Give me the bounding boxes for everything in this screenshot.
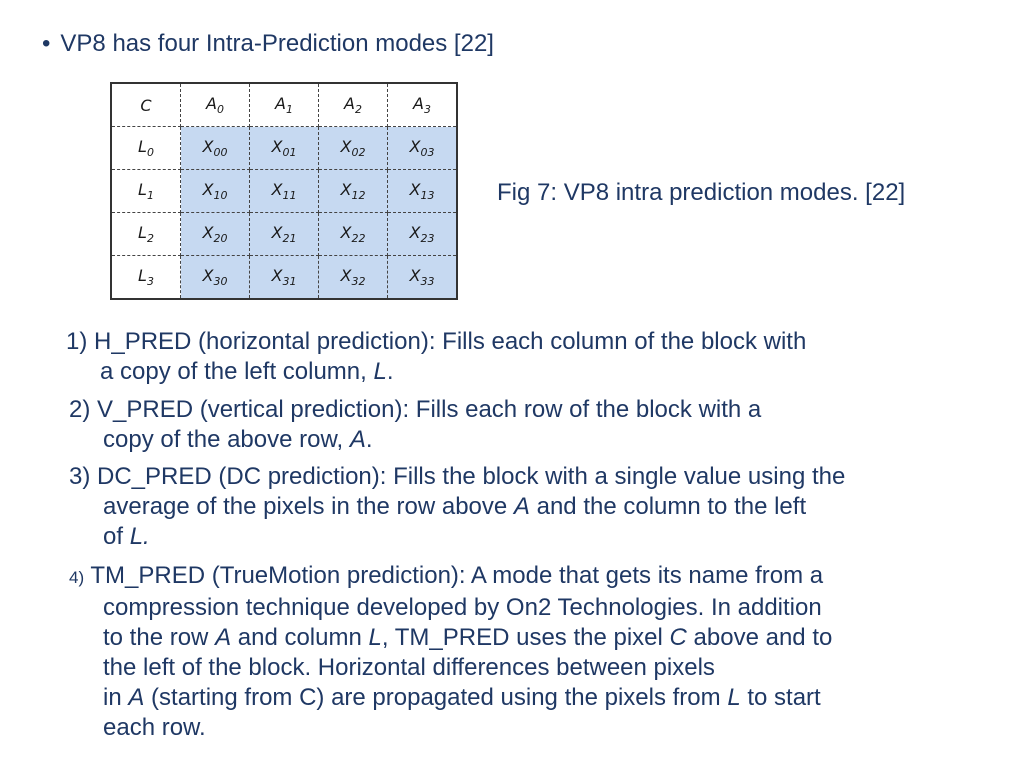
mode-text: of <box>103 523 130 550</box>
mode-text: the left of the block. Horizontal differ… <box>103 654 715 681</box>
mode-number: 4) <box>69 568 85 587</box>
bullet-text: VP8 has four Intra-Prediction modes [22] <box>60 30 494 57</box>
block-pixel-cell: X00 <box>180 126 250 170</box>
mode-text: L <box>373 358 387 385</box>
left-column-cell: L1 <box>110 169 181 213</box>
mode-text: . <box>365 426 373 453</box>
mode-text: and column <box>231 624 369 651</box>
mode-3-dc-pred: 3) DC_PRED (DC prediction): Fills the bl… <box>69 462 845 552</box>
mode-text: L <box>727 684 741 711</box>
block-pixel-cell: X31 <box>249 255 319 300</box>
block-pixel-cell: X03 <box>387 126 458 170</box>
mode-text: copy of the above row, <box>103 426 350 453</box>
mode-text: compression technique developed by On2 T… <box>103 594 822 621</box>
mode-number: 3) <box>69 463 91 490</box>
mode-4-tm-pred: 4) TM_PRED (TrueMotion prediction): A mo… <box>69 561 832 743</box>
block-pixel-cell: X22 <box>318 212 388 256</box>
block-pixel-cell: X23 <box>387 212 458 256</box>
above-row-cell: A1 <box>249 82 319 127</box>
mode-text: and the column to the left <box>529 493 807 520</box>
mode-text: each row. <box>103 714 206 741</box>
block-pixel-cell: X10 <box>180 169 250 213</box>
mode-text: A <box>513 493 530 520</box>
mode-text: TM_PRED (TrueMotion prediction): A mode … <box>90 562 824 589</box>
mode-text: above and to <box>686 624 833 651</box>
mode-text: to the row <box>103 624 216 651</box>
mode-text: L <box>368 624 382 651</box>
mode-text: A <box>128 684 145 711</box>
mode-text: in <box>103 684 129 711</box>
above-row-cell: A3 <box>387 82 458 127</box>
mode-text: DC_PRED (DC prediction): Fills the block… <box>97 463 846 490</box>
mode-text: (starting from C) are propagated using t… <box>144 684 728 711</box>
mode-text: , TM_PRED uses the pixel <box>381 624 670 651</box>
block-pixel-cell: X12 <box>318 169 388 213</box>
block-pixel-cell: X02 <box>318 126 388 170</box>
mode-text: average of the pixels in the row above <box>103 493 514 520</box>
mode-text: C <box>669 624 687 651</box>
mode-text: L. <box>129 523 150 550</box>
mode-2-v-pred: 2) V_PRED (vertical prediction): Fills e… <box>69 395 761 455</box>
left-column-cell: L0 <box>110 126 181 170</box>
block-pixel-cell: X13 <box>387 169 458 213</box>
mode-text: to start <box>740 684 821 711</box>
mode-text: A <box>215 624 232 651</box>
mode-number: 2) <box>69 396 91 423</box>
block-pixel-cell: X11 <box>249 169 319 213</box>
left-column-cell: L2 <box>110 212 181 256</box>
above-row-cell: A0 <box>180 82 250 127</box>
block-pixel-cell: X20 <box>180 212 250 256</box>
figure-caption: Fig 7: VP8 intra prediction modes. [22] <box>497 179 906 206</box>
block-pixel-cell: X21 <box>249 212 319 256</box>
mode-text: H_PRED (horizontal prediction): Fills ea… <box>94 328 807 355</box>
mode-1-h-pred: 1) H_PRED (horizontal prediction): Fills… <box>66 327 806 387</box>
mode-number: 1) <box>66 328 88 355</box>
bullet-heading: • VP8 has four Intra-Prediction modes [22… <box>42 28 494 60</box>
mode-text: a copy of the left column, <box>100 358 374 385</box>
block-pixel-cell: X01 <box>249 126 319 170</box>
bullet-marker: • <box>42 30 51 57</box>
block-pixel-cell: X33 <box>387 255 458 300</box>
mode-text: A <box>349 426 366 453</box>
mode-text: V_PRED (vertical prediction): Fills each… <box>97 396 762 423</box>
above-row-cell: A2 <box>318 82 388 127</box>
left-column-cell: L3 <box>110 255 181 300</box>
block-pixel-cell: X30 <box>180 255 250 300</box>
corner-pixel-cell: C <box>110 82 181 127</box>
block-pixel-cell: X32 <box>318 255 388 300</box>
mode-text: . <box>386 358 394 385</box>
